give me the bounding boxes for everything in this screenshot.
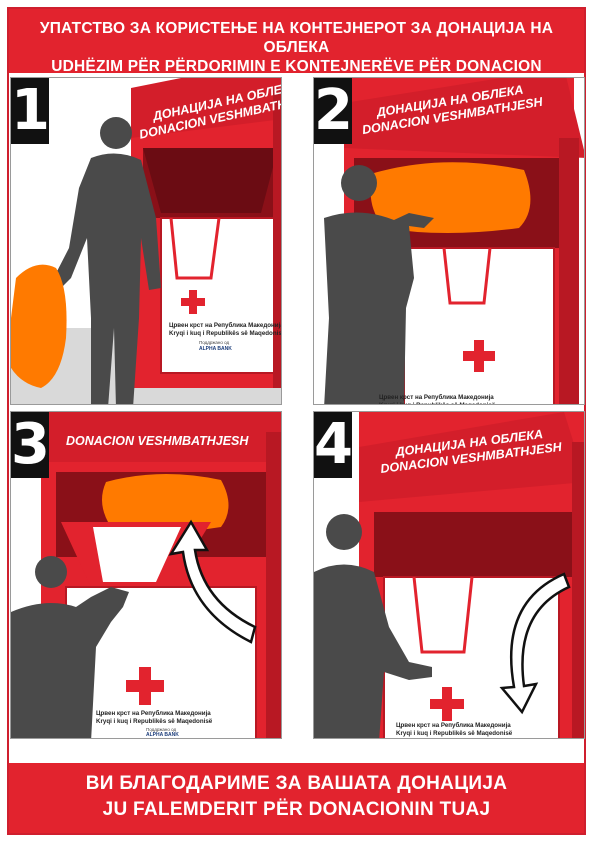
bin-org-sq: Kryqi i kuq i Republikës së Maqedonisë [396, 729, 513, 737]
header-title-mk: УПАТСТВО ЗА КОРИСТЕЊЕ НА КОНТЕЈНЕРОТ ЗА … [39, 20, 554, 56]
bin-bank-logo: ALPHA BANK [199, 346, 232, 352]
step-2-panel: 2 ДОНАЦИЈА НА ОБЛЕКА DONACION VESHMBATHJ… [313, 77, 585, 405]
bin-bank-logo: ALPHA BANK [146, 732, 179, 738]
bin-org-mk: Црвен крст на Република Македонија [169, 322, 282, 329]
bin-org-label: Црвен крст на Република Македонија Kryqi… [379, 394, 496, 405]
bin-org-label: Црвен крст на Република Македонија Kryqi… [169, 322, 282, 337]
step-2-number: 2 [314, 78, 353, 144]
step-1-number: 1 [11, 78, 50, 144]
bin-org-mk: Црвен крст на Република Македонија [396, 722, 511, 729]
bin-org-mk: Црвен крст на Република Македонија [379, 394, 494, 401]
bin-org-label: Црвен крст на Република Македонија Kryqi… [96, 710, 212, 725]
step-3-number: 3 [11, 412, 50, 478]
footer-thanks-mk: ВИ БЛАГОДАРИМЕ ЗА ВАШАТА ДОНАЦИЈА [85, 773, 508, 794]
header-banner: УПАТСТВО ЗА КОРИСТЕЊЕ НА КОНТЕЈНЕРОТ ЗА … [9, 9, 584, 94]
step-1-illustration [11, 78, 281, 404]
footer-thanks-sq: JU FALEMDERIT PËR DONACIONIN TUAJ [102, 799, 491, 820]
bin-sponsor: Поддржано од [199, 340, 230, 345]
step-4-panel: 4 ДОНАЦИЈА НА ОБЛЕКА DONACION VESHMBATHJ… [313, 411, 585, 739]
bin-title: DONACION VESHMBATHJESH [66, 434, 248, 449]
step-4-illustration [314, 412, 584, 738]
bin-title-sq: DONACION VESHMBATHJESH [66, 434, 249, 448]
bin-org-label: Црвен крст на Република Македонија Kryqi… [396, 722, 512, 737]
bin-org-sq: Kryqi i kuq i Republikës së Maqedonisë [169, 329, 282, 337]
bin-org-sq: Kryqi i kuq i Republikës së Maqedonisë [379, 401, 496, 405]
footer-banner: ВИ БЛАГОДАРИМЕ ЗА ВАШАТА ДОНАЦИЈА JU FAL… [9, 763, 584, 833]
step-4-number: 4 [314, 412, 353, 478]
step-3-panel: 3 DONACION VESHMBATHJESH Црвен крст на Р… [10, 411, 282, 739]
bin-org-mk: Црвен крст на Република Македонија [96, 710, 211, 717]
step-1-panel: 1 ДОНАЦИЈА НА ОБЛЕКА DONACION VESHMBATHJ… [10, 77, 282, 405]
step-2-illustration [324, 78, 584, 404]
step-3-illustration [11, 412, 281, 738]
instruction-poster: УПАТСТВО ЗА КОРИСТЕЊЕ НА КОНТЕЈНЕРОТ ЗА … [7, 7, 586, 835]
bin-sponsor: Поддржано од [146, 727, 177, 732]
bin-org-sq: Kryqi i kuq i Republikës së Maqedonisë [96, 717, 213, 725]
